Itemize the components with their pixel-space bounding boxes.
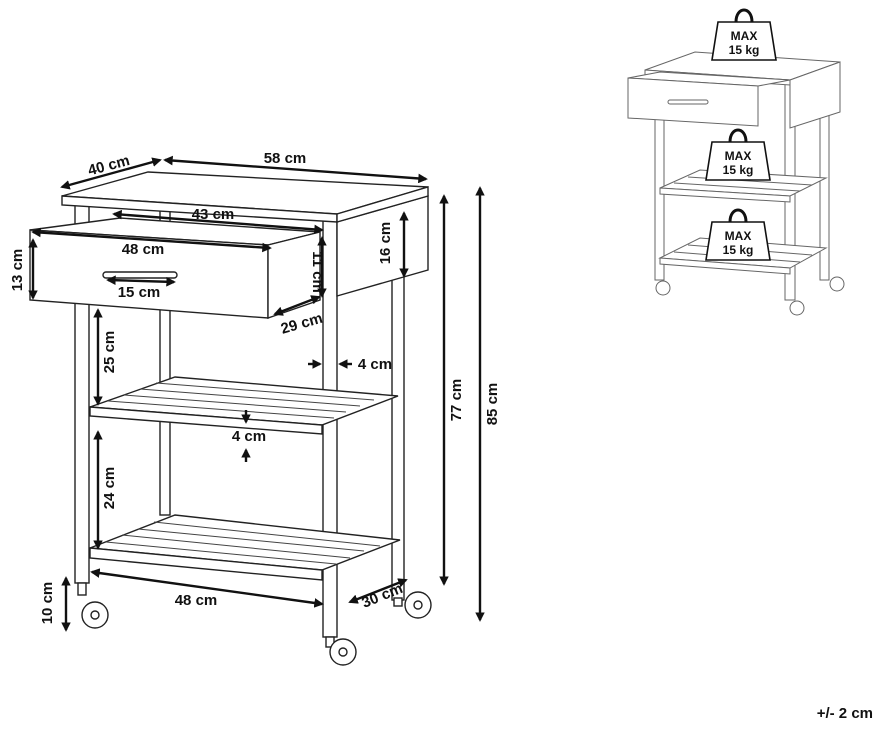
label-shelf-gap-upper: 25 cm [101, 331, 118, 374]
weight-3-value: 15 kg [723, 243, 754, 257]
label-drawer-height: 13 cm [9, 249, 26, 292]
label-drawer-depth: 29 cm [279, 310, 325, 338]
dimension-arrows [28, 155, 485, 632]
weight-1-value: 15 kg [729, 43, 760, 57]
label-drawer-width: 48 cm [122, 241, 165, 258]
wheels [77, 582, 432, 666]
weight-3-label: MAX [725, 229, 752, 243]
label-side-height: 16 cm [377, 222, 394, 265]
label-width-top: 58 cm [264, 150, 307, 167]
label-bottom-shelf-width: 48 cm [175, 592, 218, 609]
label-shelf-gap-lower: 24 cm [101, 467, 118, 510]
weight-2-value: 15 kg [723, 163, 754, 177]
label-leg-width: 4 cm [358, 356, 392, 373]
label-drawer-inner-height: 11 cm [309, 251, 326, 293]
upper-shelf-slats [107, 382, 375, 419]
label-bottom-shelf-depth: 30 cm [359, 580, 405, 612]
weight-icon: MAX 15 kg [705, 208, 771, 261]
label-height-without-wheels: 77 cm [448, 379, 465, 422]
label-wheel-height: 10 cm [39, 582, 56, 625]
cart-load-drawing [627, 51, 845, 316]
label-total-height: 85 cm [484, 383, 501, 426]
label-handle-width: 15 cm [118, 284, 161, 301]
label-drawer-inner-width: 43 cm [192, 206, 235, 223]
weight-icon: MAX 15 kg [705, 128, 771, 181]
tolerance-note: +/- 2 cm [817, 705, 873, 722]
weight-icon: MAX 15 kg [711, 8, 777, 61]
label-shelf-thickness: 4 cm [232, 428, 266, 445]
weight-1-label: MAX [731, 29, 758, 43]
lower-shelf-slats [105, 521, 381, 565]
weight-2-label: MAX [725, 149, 752, 163]
